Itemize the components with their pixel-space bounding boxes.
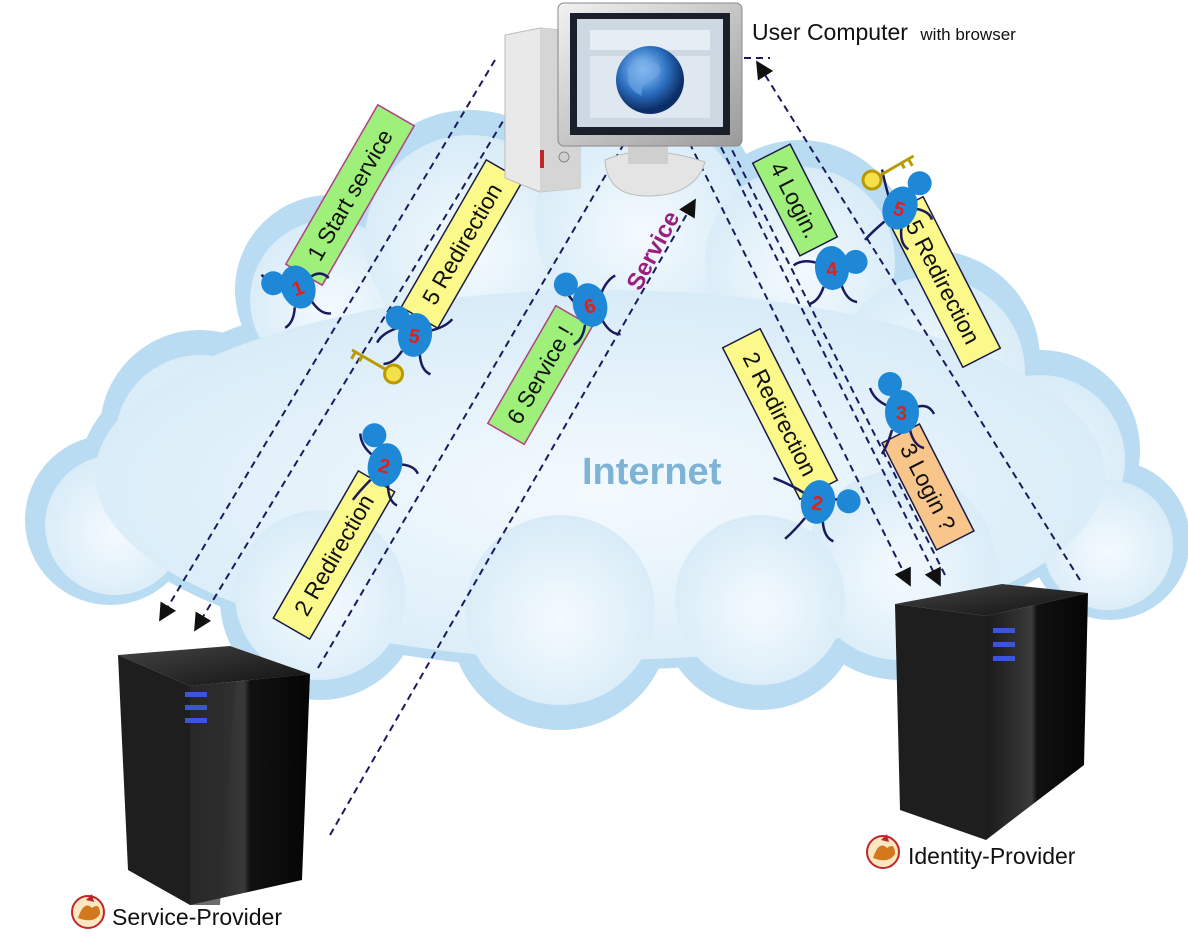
character-number: 5 [407,325,422,349]
service-provider-label: Service-Provider [112,904,282,930]
character-5-left: 5 [376,305,454,376]
arrow-redirection-5-left [194,59,541,632]
arrow-redirection-2-right [667,99,911,587]
monitor [557,2,743,197]
arrow-start-service [159,59,496,622]
character-4: 4 [792,246,868,306]
arrow-login-4 [711,108,946,576]
character-5-right: 5 [864,169,934,251]
title-main: User Computer [752,19,908,45]
service-provider-server [118,646,310,905]
character-number: 2 [810,492,825,516]
user-computer [504,2,743,197]
key-icon-right [861,154,915,191]
character-2-right: 2 [773,476,861,543]
character-number: 6 [582,295,598,319]
user-computer-title: User Computer with browser [752,19,1016,45]
arrow-service-6 [329,198,696,836]
identity-provider-label: Identity-Provider [908,843,1076,869]
identity-provider-server [895,584,1088,840]
title-suffix: with browser [919,25,1016,44]
character-number: 4 [825,259,839,282]
character-number: 2 [376,455,392,479]
internet-label: Internet [582,451,722,493]
arrow-redirection-5-right [756,60,1081,581]
character-2-left: 2 [351,423,420,507]
character-6: 6 [553,272,621,346]
arrow-redirection-2-left [317,80,661,669]
arrow-login-3 [704,114,941,587]
shibboleth-logo-icon [71,894,105,929]
shibboleth-logo-icon [866,834,900,869]
character-1: 1 [260,265,332,329]
character-number: 3 [896,403,907,425]
key-icon-left [350,348,405,385]
character-3: 3 [868,372,936,455]
